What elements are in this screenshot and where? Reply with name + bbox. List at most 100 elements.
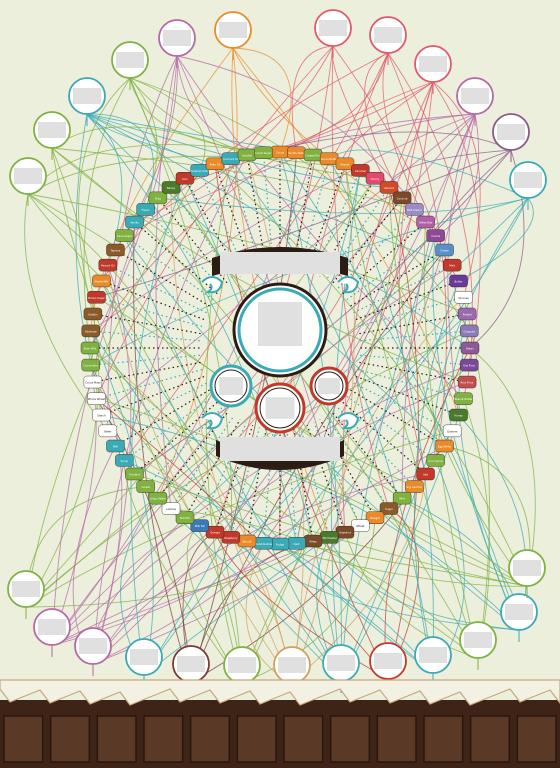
ring-label-text: Brown Sugar — [88, 296, 105, 300]
ring-label-text: Crisped Rice — [305, 153, 322, 157]
outer-node-label-box — [374, 27, 402, 43]
small-middle-circle-label-box — [265, 397, 295, 419]
connection-line — [340, 414, 459, 682]
connection-line — [129, 77, 376, 179]
ring-label-text: Coconut Oil — [223, 157, 238, 161]
ring-label: Almond — [379, 181, 399, 194]
ring-label-text: Sorbitol — [242, 153, 252, 157]
ring-label: Marshmallow — [254, 537, 273, 550]
ring-label-text: Milk Powder — [321, 536, 337, 540]
ring-label-chip — [365, 511, 385, 524]
connection-line — [129, 77, 403, 499]
ring-label-chip — [351, 164, 370, 177]
spoke-line — [352, 382, 453, 432]
spoke-line — [199, 170, 247, 274]
ring-label-text: Corn Syrup — [428, 459, 443, 463]
ring-label-text: Gelatin — [88, 312, 98, 316]
ring-label: Cookie — [426, 229, 445, 242]
connection-line — [344, 163, 479, 659]
ring-label: Dextrose — [81, 324, 100, 338]
connection-line — [214, 163, 528, 587]
outer-node-label-box — [38, 619, 66, 635]
connection-line — [388, 508, 528, 587]
ring-label-text: Orange — [210, 531, 220, 535]
ring-label-text: Cocoa Mass — [85, 381, 101, 385]
small-left-circle-label-box — [219, 377, 243, 395]
spoke-line — [325, 187, 390, 281]
ring-label-text: Butter — [454, 279, 463, 283]
connection-line — [296, 149, 512, 544]
spoke-line — [340, 221, 426, 296]
ring-label-text: Coconut — [397, 196, 408, 200]
connection-line — [25, 330, 470, 608]
ring-label-text: Pretzel — [463, 312, 472, 316]
ring-label-chip — [416, 467, 435, 481]
ring-label-text: Cocoa — [276, 151, 284, 155]
ring-label-chip — [115, 229, 134, 242]
ring-label-chip — [106, 243, 125, 257]
chocolate-bar — [0, 700, 560, 768]
ring-label-text: Vanilla — [130, 221, 139, 225]
ring-label-chip — [435, 439, 454, 453]
ring-label-chip — [83, 375, 103, 389]
small-middle-circle-ring — [259, 387, 301, 429]
connection-line — [25, 170, 201, 608]
ring-label: Glucose — [454, 291, 473, 304]
ring-label-chip — [87, 392, 106, 405]
ring-label: Butter — [449, 274, 468, 288]
connection-line — [101, 280, 434, 674]
connection-line — [458, 197, 534, 282]
ring-label-text: Almond — [384, 186, 394, 190]
ring-label: Crisped Rice — [303, 148, 323, 162]
spoke-line — [184, 177, 241, 278]
ring-label-text: Vanilla Wafer — [288, 151, 306, 155]
connection-line — [133, 222, 192, 683]
ring-label-chip — [92, 274, 111, 288]
connection-line — [241, 364, 470, 684]
connection-line — [432, 235, 520, 631]
ring-label-text: Cocoa Butter — [321, 157, 339, 161]
ring-label-text: Rice Flour — [461, 381, 475, 385]
connection-line — [435, 113, 480, 236]
spoke-line — [101, 375, 206, 416]
ring-label: Cream — [435, 243, 454, 257]
ring-label: Fudge — [270, 537, 290, 551]
ring-label-text: Crispy Wafer — [150, 497, 167, 501]
spoke-line — [214, 425, 254, 533]
outer-node-label-box — [419, 56, 447, 72]
chocolate-segment — [189, 715, 231, 763]
ring-label-chip — [92, 408, 111, 422]
ring-label: Skim Milk — [80, 341, 100, 355]
ring-label-text: Raspberry — [224, 536, 238, 540]
ring-label-text: Barley — [167, 186, 176, 190]
ring-label: Coconut Oil — [221, 152, 241, 165]
ring-label: Dark — [287, 537, 306, 550]
ring-label: Caramel Color — [190, 164, 210, 177]
ring-label: Rice Flour — [457, 375, 477, 389]
chocolate-segment — [49, 715, 91, 763]
ring-label-text: Corn — [182, 177, 188, 181]
spoke-line — [145, 405, 225, 488]
spoke-line — [345, 235, 436, 302]
spoke-line — [356, 296, 464, 328]
spoke-line — [96, 368, 204, 400]
ring-label: Syrup — [115, 454, 134, 467]
ring-label: Cocoa Mass — [83, 375, 103, 389]
ring-label-chip — [454, 392, 473, 405]
outer-node-label-box — [374, 653, 402, 669]
spoke-line — [330, 197, 403, 286]
main-medallion-label-box — [258, 302, 302, 346]
scroll-ornament — [337, 276, 360, 294]
ring-label-chip — [161, 502, 181, 515]
connection-line — [90, 197, 529, 366]
ring-label: Milk Fat — [190, 519, 209, 532]
spoke-line — [157, 410, 230, 499]
ring-label-chip — [106, 439, 125, 453]
connection-line — [24, 193, 109, 432]
connection-line — [232, 47, 436, 236]
ring-label-text: Caramel Color — [190, 169, 209, 173]
spoke-line — [356, 368, 464, 400]
connection-line — [328, 149, 529, 199]
ring-label-chip — [125, 215, 144, 229]
